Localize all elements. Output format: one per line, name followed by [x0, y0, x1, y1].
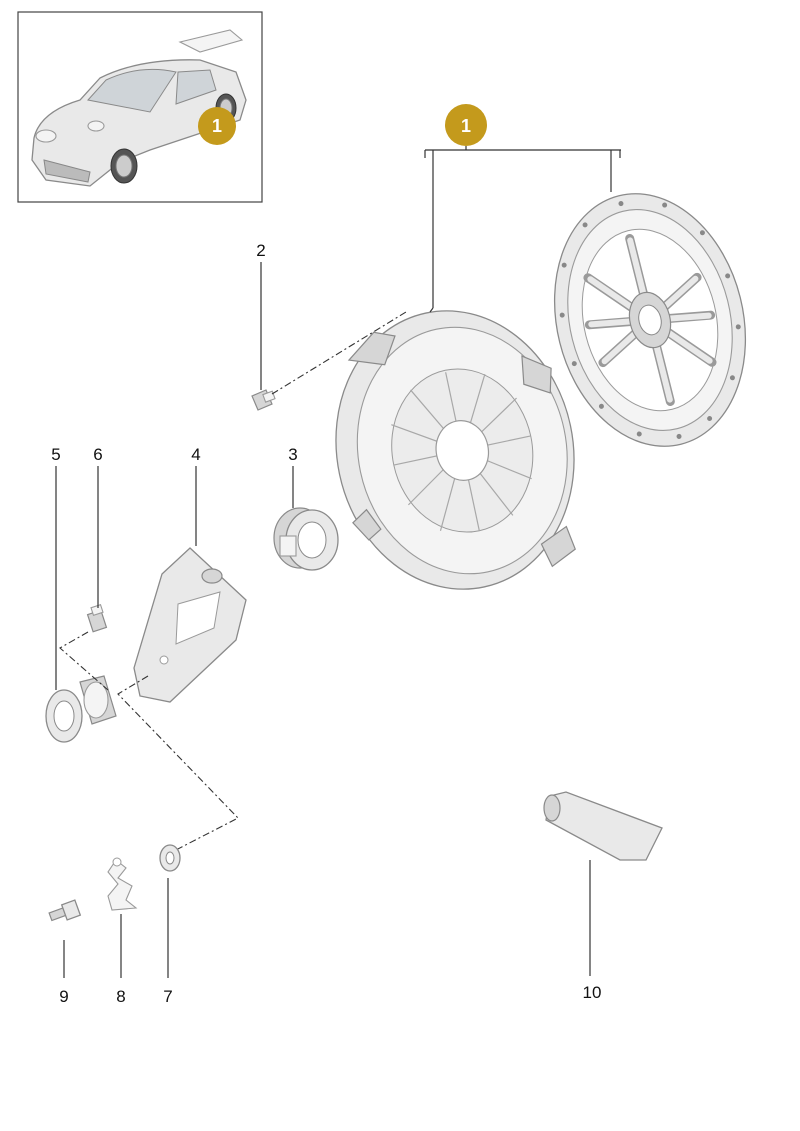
- grease-tube-icon[interactable]: [543, 791, 663, 861]
- leader-pressure-plate: [429, 307, 434, 313]
- release-bearing-icon[interactable]: [273, 507, 339, 571]
- car-inset[interactable]: 1: [17, 11, 263, 203]
- callout-4: 4: [191, 445, 200, 464]
- callout-3: 3: [288, 445, 297, 464]
- guide-tube-icon[interactable]: [45, 675, 117, 743]
- clutch-disc-icon[interactable]: [529, 173, 771, 466]
- callout-2: 2: [256, 241, 265, 260]
- main-badge-label: 1: [461, 116, 471, 136]
- inset-badge[interactable]: 1: [198, 107, 236, 145]
- main-badge[interactable]: 1: [445, 104, 487, 146]
- bolt-icon[interactable]: [86, 603, 108, 633]
- main-badge-circle: [445, 104, 487, 146]
- dash-bolt: [271, 311, 407, 395]
- clip-icon[interactable]: [107, 857, 138, 911]
- callout-5: 5: [51, 445, 60, 464]
- callout-9: 9: [59, 987, 68, 1006]
- dash-washer: [117, 675, 239, 853]
- inset-badge-circle: [198, 107, 236, 145]
- callout-6: 6: [93, 445, 102, 464]
- badge-bracket: [424, 146, 621, 308]
- bolt-icon[interactable]: [48, 899, 82, 922]
- pressure-plate-icon[interactable]: [310, 289, 599, 612]
- washer-icon[interactable]: [159, 844, 181, 872]
- callout-8: 8: [116, 987, 125, 1006]
- callout-10: 10: [583, 983, 602, 1002]
- inset-badge-label: 1: [212, 116, 222, 136]
- car-icon: [31, 29, 247, 187]
- callout-7: 7: [163, 987, 172, 1006]
- bolt-icon[interactable]: [251, 389, 276, 411]
- dash-guide: [59, 631, 109, 691]
- release-fork-icon[interactable]: [133, 547, 247, 703]
